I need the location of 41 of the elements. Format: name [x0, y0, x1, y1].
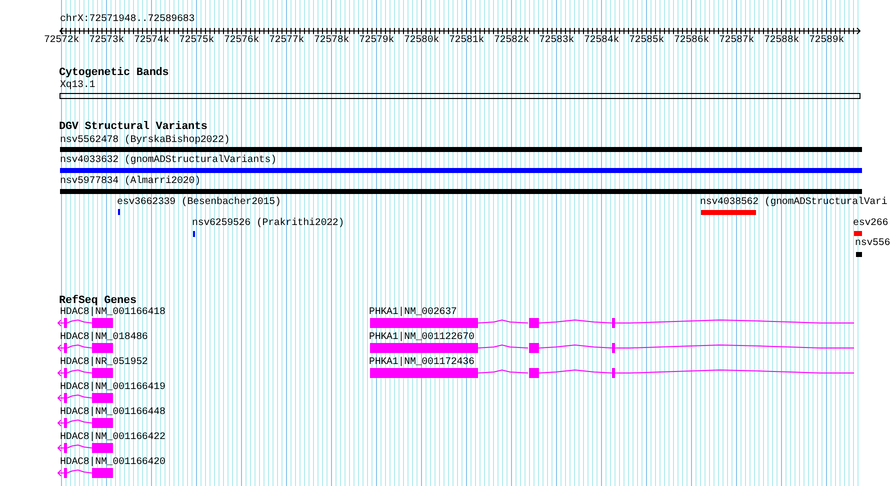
variant-label: nsv6259526 (Prakrithi2022): [192, 218, 344, 230]
region-label: chrX:72571948..72589683: [60, 14, 195, 26]
transcript-label: HDAC8|NM_001166422: [60, 432, 166, 444]
track-title: Cytogenetic Bands: [59, 67, 169, 79]
track-title: DGV Structural Variants: [59, 121, 208, 133]
tick-label: 72578k: [314, 35, 350, 47]
variant-label: esv3662339 (Besenbacher2015): [117, 197, 281, 209]
transcript-label: PHKA1|NM_001172436: [369, 357, 474, 369]
variant-label: nsv4033632 (gnomADStructuralVariants): [60, 155, 276, 167]
transcript-label: PHKA1|NM_001122670: [369, 332, 474, 344]
tick-label: 72572k: [44, 35, 80, 47]
track-title: RefSeq Genes: [59, 295, 136, 307]
variant-label: nsv5977834 (Almarri2020): [60, 176, 200, 188]
tick-label: 72577k: [268, 35, 304, 47]
transcript-label: HDAC8|NM_001166419: [60, 382, 166, 394]
transcript-label: HDAC8|NM_018486: [60, 332, 148, 344]
tick-label: 72582k: [494, 35, 530, 47]
tick-label: 72580k: [404, 35, 440, 47]
variant-label: nsv5562478 (ByrskaBishop2022): [60, 135, 230, 147]
tick-label: 72586k: [674, 35, 710, 47]
band-label: Xq13.1: [60, 80, 96, 92]
transcript-label: PHKA1|NM_002637: [369, 307, 457, 319]
tick-label: 72576k: [224, 35, 260, 47]
tick-label: 72574k: [134, 35, 170, 47]
tick-label: 72573k: [88, 35, 124, 47]
transcript-label: HDAC8|NR_051952: [60, 357, 148, 369]
tick-label: 72585k: [628, 35, 664, 47]
tick-label: 72575k: [178, 35, 214, 47]
tick-label: 72583k: [538, 35, 574, 47]
tick-label: 72588k: [764, 35, 800, 47]
transcript-label: HDAC8|NM_001166418: [60, 307, 166, 319]
transcript-label: HDAC8|NM_001166420: [60, 457, 166, 469]
variant-label: esv266: [853, 218, 888, 230]
tick-label: 72587k: [718, 35, 754, 47]
tick-label: 72584k: [584, 35, 620, 47]
tick-label: 72581k: [448, 35, 484, 47]
variant-label: nsv4038562 (gnomADStructuralVari: [700, 197, 888, 209]
tick-label: 72589k: [808, 35, 844, 47]
tick-label: 72579k: [358, 35, 394, 47]
transcript-label: HDAC8|NM_001166448: [60, 407, 166, 419]
variant-label: nsv556: [855, 238, 890, 250]
